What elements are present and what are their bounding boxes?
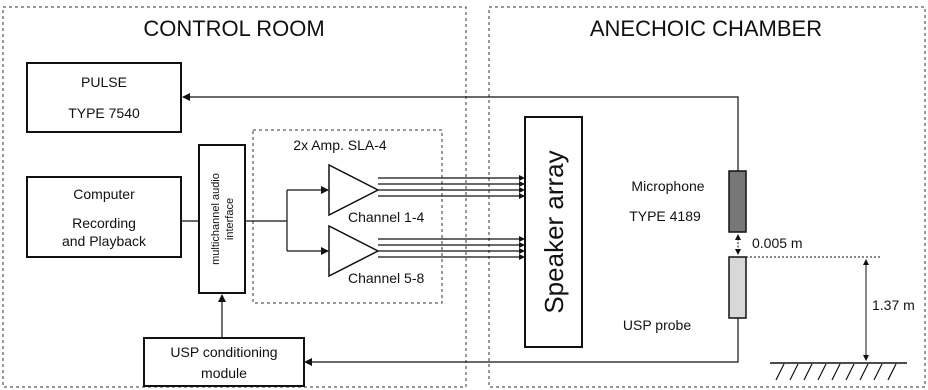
amplifier-b-icon xyxy=(328,224,380,278)
pulse-label: PULSE xyxy=(81,74,127,90)
usp-probe-icon xyxy=(728,256,747,319)
control-room-title: CONTROL ROOM xyxy=(143,16,324,41)
amplifier-b-channel-label: Channel 5-8 xyxy=(348,270,424,286)
computer-playback-label: and Playback xyxy=(62,233,147,249)
computer-recording-label: Recording xyxy=(72,215,136,231)
computer-box xyxy=(26,176,182,258)
computer-label: Computer xyxy=(73,186,135,202)
channel-5-8-lines xyxy=(378,236,525,260)
conditioning-module-label: USP conditioning xyxy=(170,344,277,360)
amplifier-group-frame xyxy=(252,129,443,304)
channel-1-4-lines xyxy=(378,175,525,199)
speaker-array-box xyxy=(524,116,583,348)
audio-interface-label: multichannel audio xyxy=(210,173,222,265)
microphone-label: Microphone xyxy=(631,178,704,194)
audio-interface-box xyxy=(198,144,246,294)
audio-interface-sub-label: interface xyxy=(224,198,236,240)
speaker-array-label: Speaker array xyxy=(539,150,569,313)
amplifier-a-channel-label: Channel 1-4 xyxy=(348,209,424,225)
height-dimension-label: 1.37 m xyxy=(872,297,915,313)
amplifier-title: 2x Amp. SLA-4 xyxy=(293,137,387,153)
microphone-to-pulse-line xyxy=(182,93,739,171)
pulse-type-label: TYPE 7540 xyxy=(68,105,140,121)
anechoic-chamber-title: ANECHOIC CHAMBER xyxy=(590,16,822,41)
usp-probe-label: USP probe xyxy=(623,317,691,333)
pulse-box xyxy=(26,62,182,133)
gap-dimension-label: 0.005 m xyxy=(752,235,803,251)
microphone-icon xyxy=(728,170,747,233)
amplifier-a-icon xyxy=(328,163,380,217)
ground-hatch-icon xyxy=(775,363,897,381)
microphone-type-label: TYPE 4189 xyxy=(629,208,701,224)
anechoic-chamber-frame xyxy=(488,6,926,388)
conditioning-module-box xyxy=(143,337,305,387)
conditioning-module-sub-label: module xyxy=(201,365,247,381)
probe-to-conditioning-line xyxy=(304,318,739,366)
